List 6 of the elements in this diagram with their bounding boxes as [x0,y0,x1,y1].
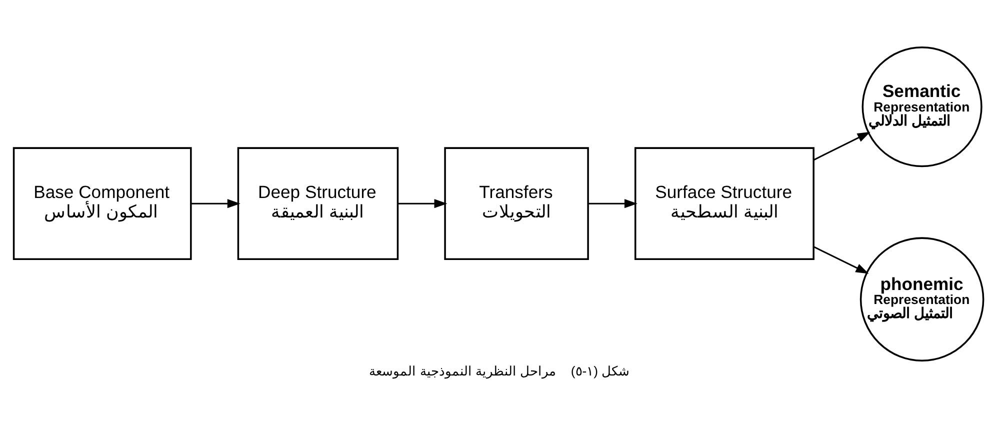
arrow [190,199,240,208]
caption: شكل (١-٥) مراحل النظرية النموذجية الموسعة [368,363,630,378]
arrow [588,199,637,208]
arrow [813,246,868,274]
arrow [813,132,870,161]
arrow [397,199,447,208]
